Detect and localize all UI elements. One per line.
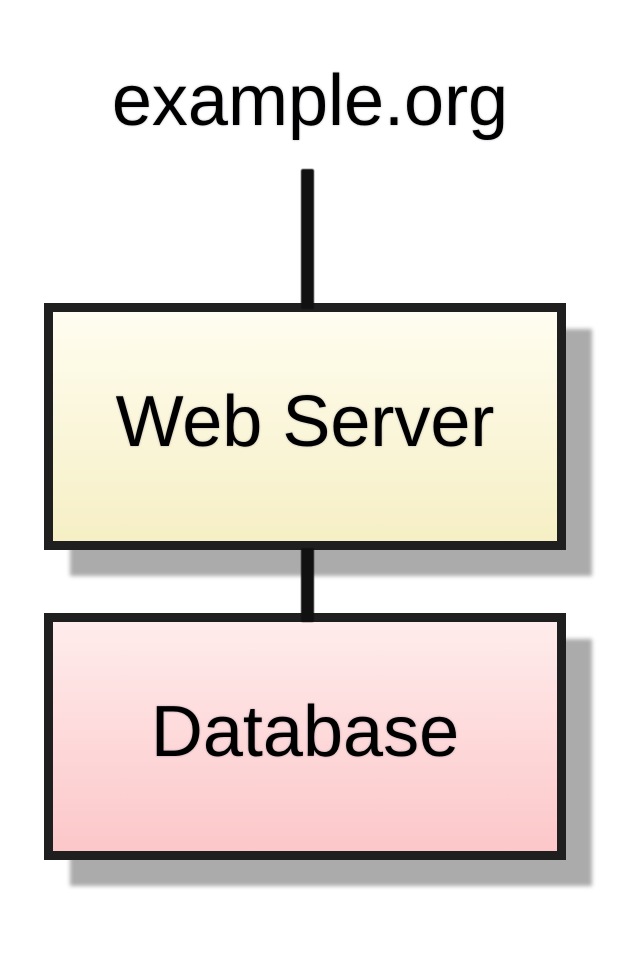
webserver-label: Web Server <box>115 381 495 462</box>
node-webserver: Web Server <box>44 303 592 576</box>
node-database: Database <box>44 613 592 886</box>
database-label: Database <box>150 691 460 772</box>
connector-domain-to-webserver <box>301 169 314 309</box>
webserver-box: Web Server <box>44 303 566 550</box>
domain-label: example.org <box>111 61 509 141</box>
connector-webserver-to-database <box>301 548 314 622</box>
database-box: Database <box>44 613 566 860</box>
